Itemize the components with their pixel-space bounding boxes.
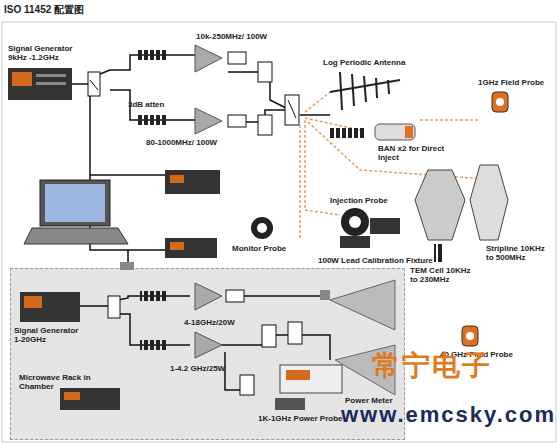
watermark: 常宁电子 bbox=[372, 350, 492, 382]
device-label: Signal Generator 1-20GHz bbox=[14, 326, 86, 344]
device-label: 1GHz Field Probe bbox=[478, 78, 544, 87]
device-label: TEM Cell 10KHz to 230MHz bbox=[410, 266, 480, 284]
device-label: 3dB atten bbox=[128, 100, 164, 109]
watermark: www.emcsky.com bbox=[341, 402, 556, 427]
device-label: 80-1000MHz/ 100W bbox=[146, 138, 217, 147]
page-title: ISO 11452 配置图 bbox=[4, 4, 84, 16]
device-label: 10k-250MHz/ 100W bbox=[196, 32, 267, 41]
device-label: Log Periodic Antenna bbox=[323, 58, 405, 67]
device-label: Monitor Probe bbox=[232, 244, 286, 253]
device-label: Stripline 10KHz to 500MHz bbox=[486, 244, 548, 262]
device-label: 100W Lead Calibration Fixture bbox=[318, 256, 433, 265]
device-label: Signal Generator 9kHz -1.2GHz bbox=[8, 44, 78, 62]
device-label: 1K-1GHz Power Probe bbox=[258, 414, 342, 423]
device-label: 1-4.2 GHz/25W bbox=[170, 364, 225, 373]
device-label: BAN x2 for Direct Inject bbox=[378, 144, 450, 162]
device-label: Injection Probe bbox=[330, 196, 388, 205]
device-label: 4-18GHz/20W bbox=[184, 318, 235, 327]
